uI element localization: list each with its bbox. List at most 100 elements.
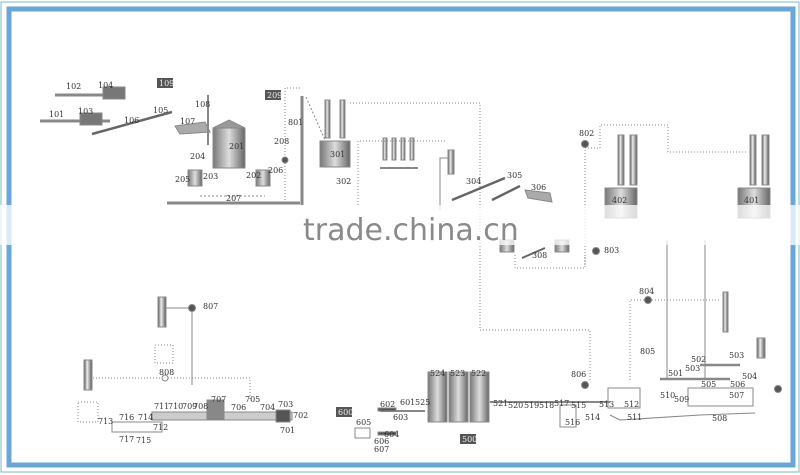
equipment-label-517: 517 xyxy=(554,399,569,408)
tank-522 xyxy=(469,371,490,423)
equipment-label-501: 501 xyxy=(668,369,683,378)
watermark: trade.china.cn xyxy=(303,213,519,248)
reactor-301 xyxy=(319,140,351,168)
equipment-label-804: 804 xyxy=(639,287,654,296)
equipment-label-510: 510 xyxy=(660,391,675,400)
equipment-label-512: 512 xyxy=(624,400,639,409)
equipment-label-714: 714 xyxy=(138,413,153,422)
equipment-label-717: 717 xyxy=(119,435,134,444)
equipment-label-606: 606 xyxy=(374,437,389,446)
equipment-label-513: 513 xyxy=(599,400,614,409)
fan-804 xyxy=(644,296,652,304)
tank-523 xyxy=(448,371,469,423)
equipment-label-207: 207 xyxy=(226,194,241,203)
section-label-209: 209 xyxy=(267,91,282,100)
equipment-label-106: 106 xyxy=(124,116,139,125)
equipment-label-710: 710 xyxy=(168,402,183,411)
equipment-label-206: 206 xyxy=(268,166,283,175)
equipment-label-202: 202 xyxy=(246,171,261,180)
fan-806 xyxy=(581,381,589,389)
equipment-label-716: 716 xyxy=(119,413,134,422)
equipment-label-525: 525 xyxy=(415,398,430,407)
equipment-label-705: 705 xyxy=(245,395,260,404)
equipment-label-203: 203 xyxy=(203,172,218,181)
equipment-label-507: 507 xyxy=(729,391,744,400)
box-upper xyxy=(154,344,174,364)
equipment-label-506: 506 xyxy=(730,380,745,389)
equipment-label-515: 515 xyxy=(571,401,586,410)
equipment-label-304: 304 xyxy=(466,177,481,186)
equipment-label-711: 711 xyxy=(154,402,169,411)
equipment-label-102: 102 xyxy=(66,82,81,91)
equipment-label-707: 707 xyxy=(211,395,226,404)
section-box-500 xyxy=(460,434,476,444)
equipment-label-603: 603 xyxy=(393,413,408,422)
equipment-label-401: 401 xyxy=(744,196,759,205)
section-box-209 xyxy=(265,90,281,100)
equipment-label-709: 709 xyxy=(182,402,197,411)
section-label-600: 600 xyxy=(338,408,353,417)
equipment-label-508: 508 xyxy=(712,414,727,423)
equipment-label-605: 605 xyxy=(356,418,371,427)
equipment-label-511: 511 xyxy=(627,413,642,422)
equipment-label-808: 808 xyxy=(159,368,174,377)
box-516 xyxy=(559,404,577,428)
conveyor-106 xyxy=(91,110,173,136)
section-box-109 xyxy=(157,78,173,88)
section-label-109: 109 xyxy=(159,79,174,88)
equipment-label-108: 108 xyxy=(195,100,210,109)
screen-306 xyxy=(524,189,553,203)
unit-716-714 xyxy=(111,421,163,433)
equipment-label-107: 107 xyxy=(180,117,195,126)
equipment-label-524: 524 xyxy=(430,369,445,378)
equipment-label-523: 523 xyxy=(450,369,465,378)
equipment-label-302: 302 xyxy=(336,177,351,186)
conveyor-305 xyxy=(491,184,521,202)
equipment-label-703: 703 xyxy=(278,400,293,409)
equipment-label-516: 516 xyxy=(565,418,580,427)
section-box-600 xyxy=(336,407,352,417)
equipment-label-306: 306 xyxy=(531,183,546,192)
equipment-label-713: 713 xyxy=(98,417,113,426)
crusher-103 xyxy=(79,112,103,126)
equipment-label-802: 802 xyxy=(579,129,594,138)
equipment-label-503: 503 xyxy=(685,364,700,373)
equipment-label-712: 712 xyxy=(153,423,168,432)
conveyor-304 xyxy=(451,176,506,202)
equipment-shapes xyxy=(40,86,782,439)
equipment-label-305: 305 xyxy=(507,171,522,180)
equipment-label-708: 708 xyxy=(193,402,208,411)
fan-801 xyxy=(281,156,289,164)
equipment-label-806: 806 xyxy=(571,370,586,379)
equipment-label-604: 604 xyxy=(384,430,399,439)
feeder-107 xyxy=(174,121,211,135)
equipment-label-208: 208 xyxy=(274,137,289,146)
box-512 xyxy=(607,387,641,409)
equipment-label-509: 509 xyxy=(674,395,689,404)
equipment-label-504: 504 xyxy=(742,372,757,381)
tank-206 xyxy=(255,169,271,187)
equipment-label-706: 706 xyxy=(231,403,246,412)
equipment-label-601: 601 xyxy=(400,398,415,407)
equipment-label-103: 103 xyxy=(78,107,93,116)
section-label-500: 500 xyxy=(462,435,477,444)
equipment-label-205: 205 xyxy=(175,175,190,184)
equipment-label-801: 801 xyxy=(288,118,303,127)
tank-524 xyxy=(427,371,448,423)
fan-802 xyxy=(581,140,589,148)
equipment-label-602: 602 xyxy=(380,400,395,409)
equipment-label-715: 715 xyxy=(136,436,151,445)
crusher-104 xyxy=(102,86,126,100)
equipment-label-503: 503 xyxy=(729,351,744,360)
equipment-label-520: 520 xyxy=(508,401,523,410)
equipment-label-101: 101 xyxy=(49,110,64,119)
silo-201 xyxy=(212,127,246,169)
equipment-label-805: 805 xyxy=(640,347,655,356)
equipment-label-519: 519 xyxy=(524,401,539,410)
watermark-band xyxy=(0,205,800,245)
equipment-label-201: 201 xyxy=(229,142,244,151)
equipment-label-803: 803 xyxy=(604,246,619,255)
